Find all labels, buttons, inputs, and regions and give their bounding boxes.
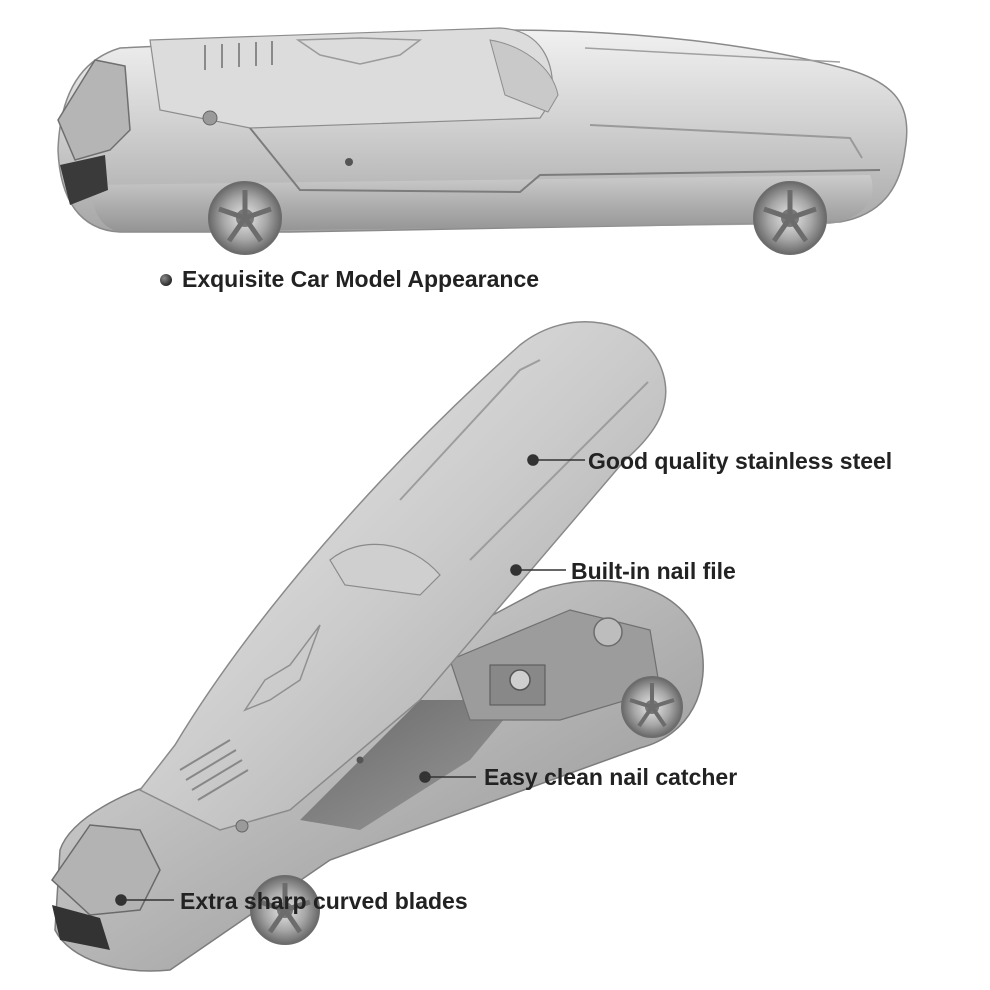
callout-nail-catcher: Easy clean nail catcher [484,764,738,790]
leader-file [510,564,566,576]
front-wheel [208,181,282,255]
nail-catcher [300,700,520,830]
leader-blades [115,894,174,906]
leader-catcher [419,771,476,783]
rear-wheel [621,676,683,738]
clipper-open-view [51,321,704,972]
rear-wheel [753,181,827,255]
callout-curved-blades: Extra sharp curved blades [180,888,468,914]
callout-stainless-steel: Good quality stainless steel [588,448,893,474]
headline-text: Exquisite Car Model Appearance [182,266,540,292]
headline: Exquisite Car Model Appearance [160,266,539,293]
bullet-icon [160,273,172,286]
callout-leaders [115,454,585,906]
callout-nail-file: Built-in nail file [571,558,736,584]
clipper-side-view [57,27,908,255]
leader-steel [527,454,585,466]
front-wheel [250,875,320,945]
